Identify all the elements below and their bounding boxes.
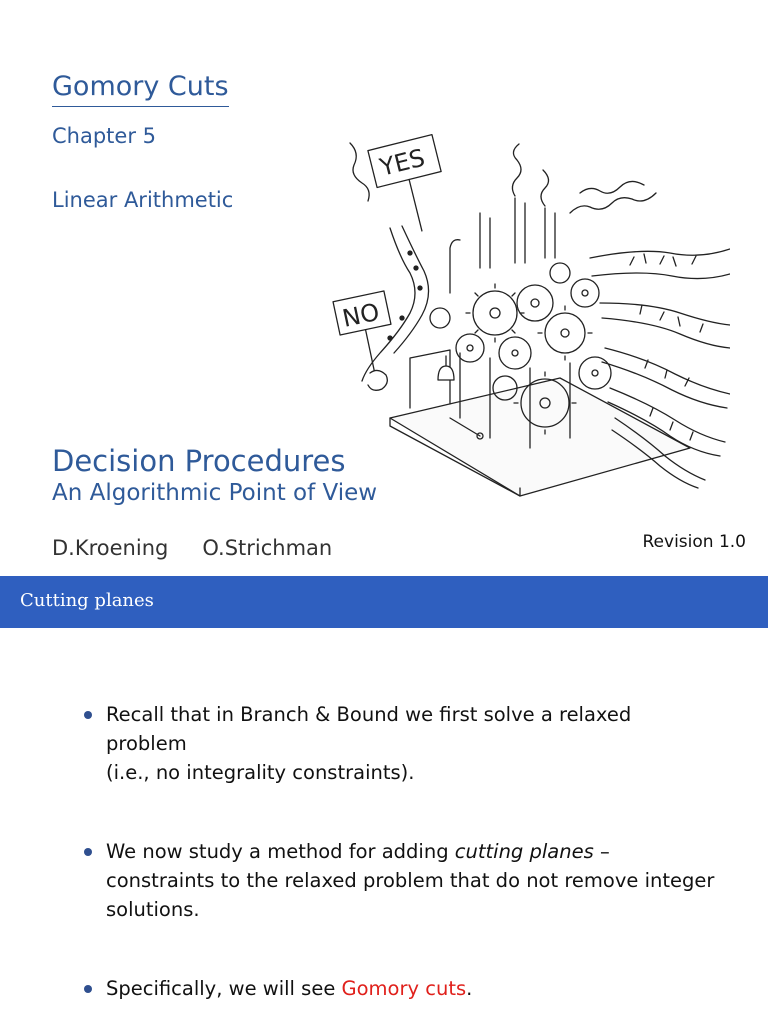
book-title: Decision Procedures <box>52 444 346 478</box>
chapter-name: Linear Arithmetic <box>52 188 234 212</box>
bullet-item: Recall that in Branch & Bound we first s… <box>84 700 724 787</box>
bullet-text-line: Recall that in Branch & Bound we first s… <box>106 703 632 726</box>
bullet-text: Specifically, we will see <box>106 977 342 1000</box>
bullet-dot-icon <box>84 985 92 993</box>
bullet-text: – <box>593 840 610 863</box>
bullet-text-line: constraints to the relaxed problem that … <box>106 869 715 892</box>
chapter-title: Gomory Cuts <box>52 72 229 107</box>
emphasized-term: cutting planes <box>454 840 594 863</box>
book-subtitle: An Algorithmic Point of View <box>52 480 378 506</box>
revision-label: Revision 1.0 <box>642 532 747 552</box>
bullet-dot-icon <box>84 711 92 719</box>
author-1: D.Kroening <box>52 536 169 560</box>
decision-machine-illustration: YES NO <box>332 133 730 497</box>
frame-title-bar: Cutting planes <box>0 576 768 628</box>
bullet-text: . <box>466 977 473 1000</box>
content-slide: Cutting planes Recall that in Branch & B… <box>0 576 768 1024</box>
bullet-item: We now study a method for adding cutting… <box>84 837 724 924</box>
bullet-text-line: Specifically, we will see Gomory cuts. <box>106 974 724 1003</box>
bullet-text-line: solutions. <box>106 898 200 921</box>
title-slide: Gomory Cuts Chapter 5 Linear Arithmetic <box>52 71 747 560</box>
bullet-dot-icon <box>84 848 92 856</box>
bullet-text-line: We now study a method for adding cutting… <box>106 837 724 866</box>
bullet-text: We now study a method for adding <box>106 840 455 863</box>
highlighted-term: Gomory cuts <box>341 977 467 1000</box>
chapter-number: Chapter 5 <box>52 124 156 148</box>
bullet-text-line: problem <box>106 732 187 755</box>
author-2: O.Strichman <box>202 536 333 560</box>
bullet-item: Specifically, we will see Gomory cuts. <box>84 974 724 1003</box>
frame-title: Cutting planes <box>20 590 154 611</box>
bullet-text-line: (i.e., no integrality constraints). <box>106 761 415 784</box>
authors: D.Kroening O.Strichman <box>52 536 332 560</box>
bullet-list: Recall that in Branch & Bound we first s… <box>84 700 724 1024</box>
